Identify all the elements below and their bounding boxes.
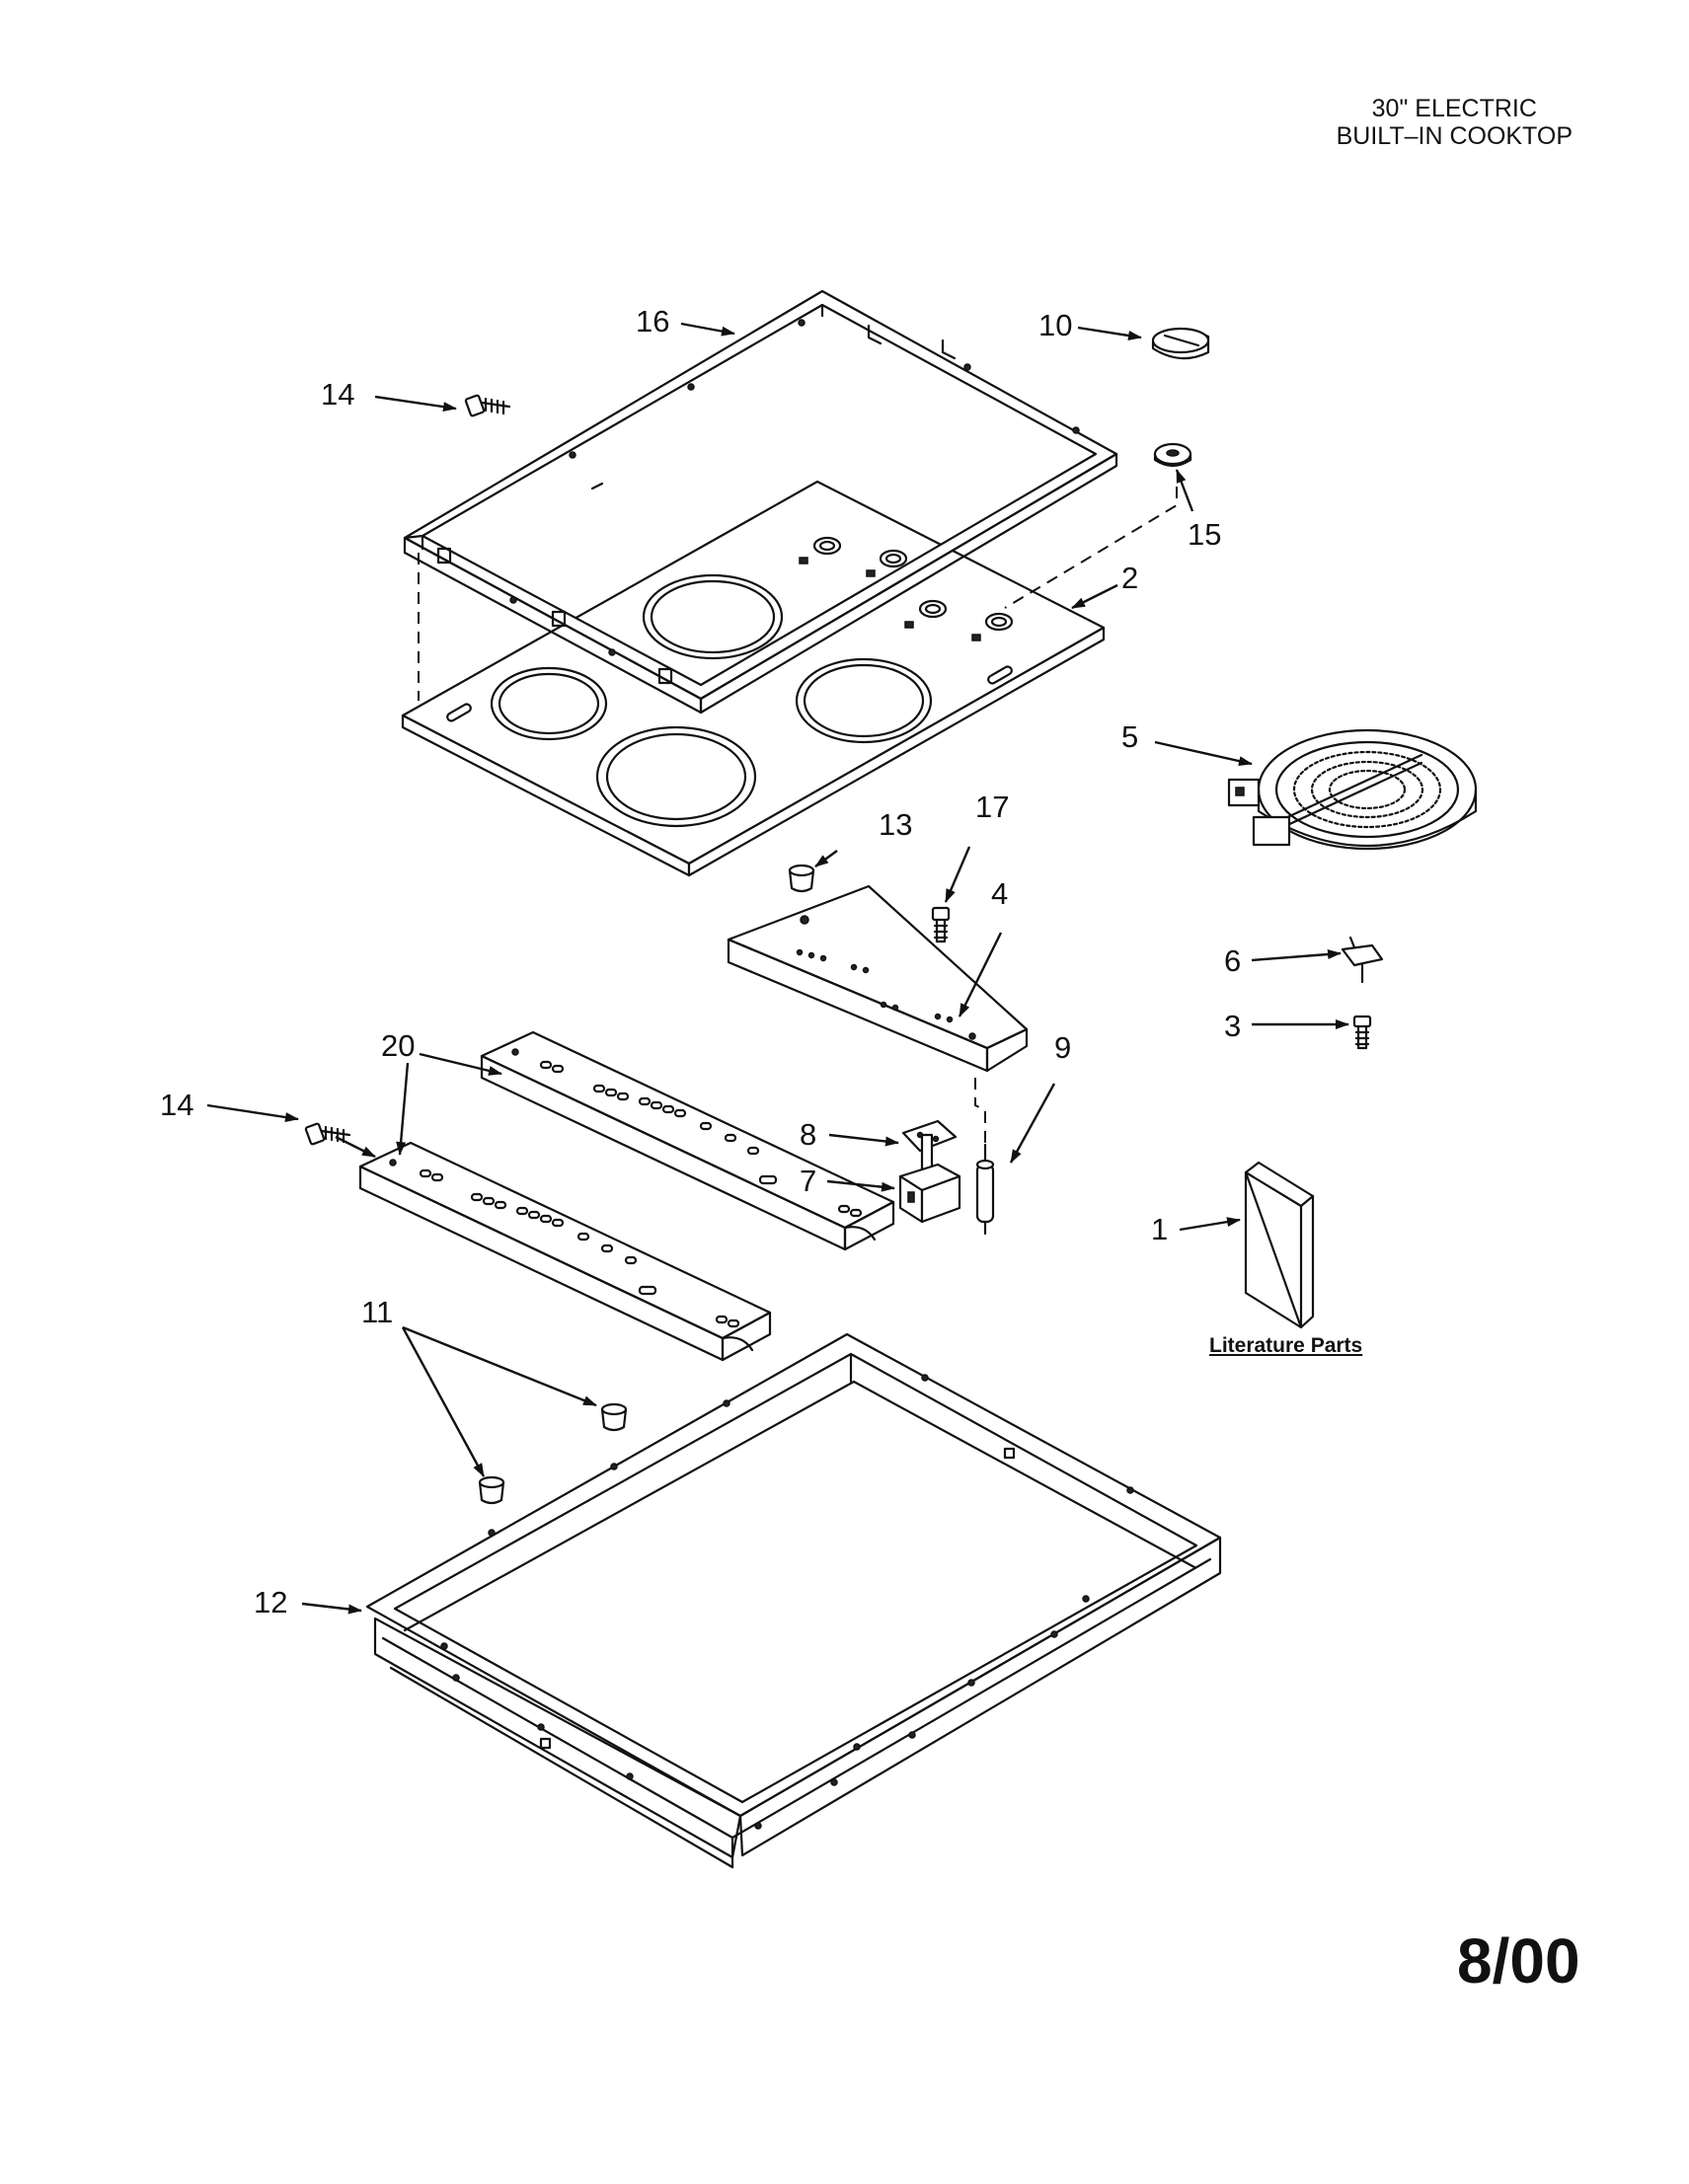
callout-5: 5 — [1121, 719, 1138, 754]
callout-8: 8 — [800, 1117, 816, 1152]
callout-14: 14 — [321, 377, 354, 412]
callout-11: 11 — [361, 1295, 393, 1329]
callout-2: 2 — [1121, 561, 1138, 595]
part-20-support-rail-front — [358, 1141, 772, 1362]
callout-9: 9 — [1054, 1030, 1071, 1065]
part-11-grommet-2 — [478, 1475, 505, 1505]
diagram-title: 30" ELECTRIC BUILT–IN COOKTOP — [1337, 95, 1573, 150]
part-20-support-rail-rear — [480, 1030, 895, 1251]
alignment-line — [1004, 487, 1178, 609]
part-1-literature — [1244, 1161, 1315, 1329]
part-11-grommet — [600, 1402, 628, 1432]
part-9-thermal-fuse — [975, 1143, 995, 1236]
literature-parts-label: Literature Parts — [1209, 1334, 1363, 1357]
callout-3: 3 — [1224, 1009, 1241, 1043]
title-line-2: BUILT–IN COOKTOP — [1336, 122, 1573, 150]
title-line-1: 30" ELECTRIC — [1371, 95, 1537, 122]
part-6-element-clip — [1341, 936, 1384, 984]
callout-numbers: 16 14 10 15 2 5 13 17 4 6 3 20 14 9 8 7 … — [160, 304, 1241, 1619]
part-17-screw — [931, 906, 951, 943]
callout-17: 17 — [975, 790, 1009, 824]
callout-14-lower: 14 — [160, 1088, 193, 1122]
control-knob-holes — [799, 536, 1014, 641]
callout-4: 4 — [991, 876, 1008, 911]
callout-15: 15 — [1188, 517, 1221, 552]
date-code: 8/00 — [1457, 1925, 1580, 1996]
callout-6: 6 — [1224, 943, 1241, 978]
callout-7: 7 — [800, 1164, 816, 1198]
part-13-grommet — [788, 864, 815, 893]
callout-20: 20 — [381, 1028, 415, 1063]
part-5-radiant-element — [1227, 728, 1478, 851]
part-14-screw — [464, 394, 511, 417]
part-4-control-bracket — [727, 884, 1029, 1073]
part-10-control-knob — [1151, 327, 1210, 360]
part-15-knob-seal — [1153, 442, 1192, 468]
part-3-screw — [1352, 1015, 1372, 1050]
part-7-infinite-switch — [898, 1133, 961, 1224]
callout-10: 10 — [1038, 308, 1072, 342]
leader-lines — [206, 322, 1349, 1615]
callout-1: 1 — [1151, 1212, 1168, 1246]
callout-13: 13 — [879, 807, 912, 842]
part-12-base-pan — [365, 1332, 1222, 1869]
part-16-trim-frame — [403, 289, 1118, 715]
callout-16: 16 — [636, 304, 669, 339]
alignment-line — [974, 1078, 986, 1165]
part-14-screw-2 — [304, 1122, 351, 1146]
callout-12: 12 — [254, 1585, 287, 1619]
